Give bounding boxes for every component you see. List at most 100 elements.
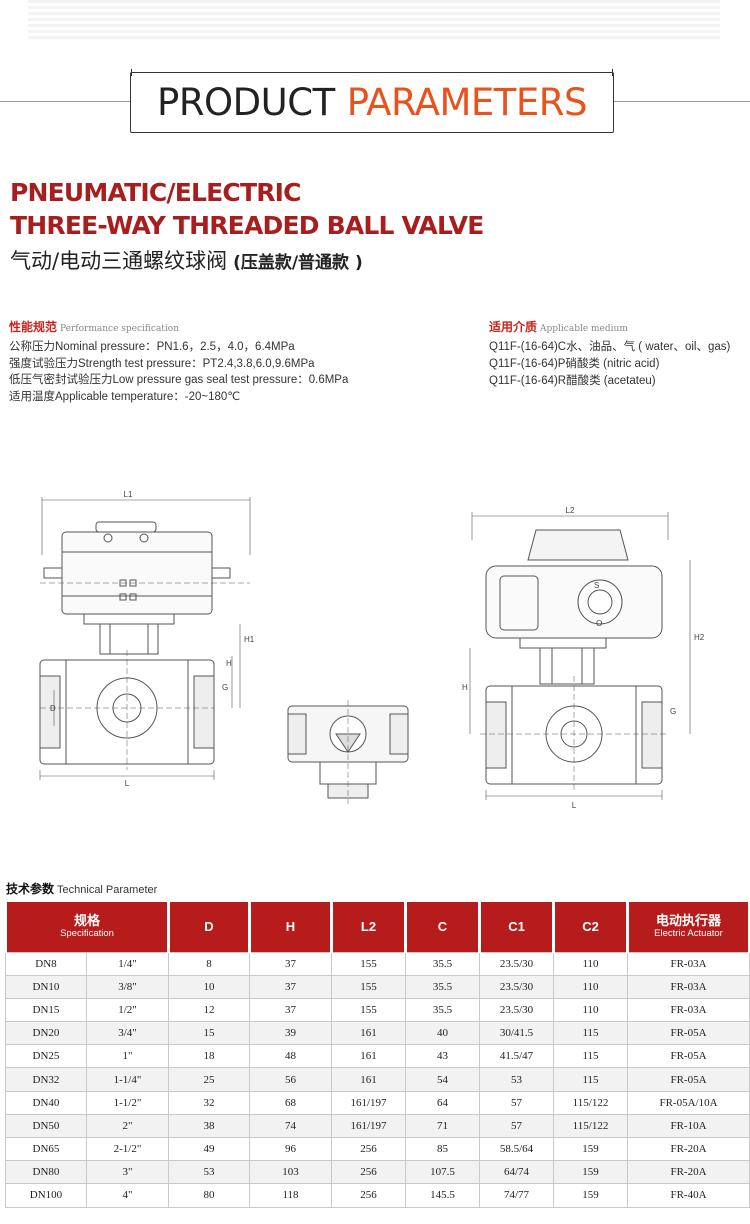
- cell-actuator: FR-20A: [627, 1136, 750, 1162]
- cell-d: 8: [168, 951, 250, 976]
- cell-h: 37: [249, 997, 332, 1023]
- cell-l2: 155: [331, 997, 406, 1023]
- cell-l2: 256: [331, 1160, 406, 1185]
- cell-dn: DN15: [5, 997, 87, 1023]
- dim-label-h-electric: H: [462, 683, 468, 692]
- cell-h: 37: [249, 951, 332, 976]
- cell-l2: 256: [331, 1136, 406, 1162]
- cell-actuator: FR-20A: [627, 1160, 750, 1185]
- cell-h: 96: [249, 1136, 332, 1162]
- cell-dn: DN40: [5, 1090, 87, 1115]
- cell-c: 54: [405, 1067, 480, 1092]
- dim-label-h2: H2: [694, 633, 705, 642]
- medium-line: Q11F-(16-64)C水、油品、气 ( water、oil、gas): [489, 341, 731, 353]
- cell-c2: 115: [553, 1067, 628, 1092]
- cell-actuator: FR-03A: [627, 997, 750, 1023]
- product-title-cn: 气动/电动三通螺纹球阀(压盖款/普通款 ): [10, 245, 363, 275]
- actuator-label-o: O: [596, 619, 602, 628]
- header-c: C: [404, 902, 481, 952]
- dim-label-l: L: [125, 779, 130, 788]
- cell-c1: 53: [479, 1067, 554, 1092]
- cell-dn: DN25: [5, 1044, 87, 1069]
- cell-c2: 110: [553, 951, 628, 976]
- medium-heading-en: Applicable medium: [540, 324, 628, 334]
- header-electric-actuator: 电动执行器 Electric Actuator: [626, 902, 750, 952]
- cell-h: 118: [249, 1183, 332, 1208]
- cell-h: 48: [249, 1044, 332, 1069]
- cell-c2: 115: [553, 1021, 628, 1046]
- cell-l2: 161: [331, 1067, 406, 1092]
- table-header-row: 规格 Specification D H L2 C C1 C2 电动执行器 El…: [4, 902, 750, 952]
- cell-dn: DN50: [5, 1113, 87, 1139]
- dim-label-l1: L1: [124, 490, 133, 499]
- technical-heading-cn: 技术参数: [6, 882, 55, 896]
- cell-d: 80: [168, 1183, 250, 1208]
- cell-actuator: FR-10A: [627, 1113, 750, 1139]
- cell-d: 53: [168, 1160, 250, 1185]
- header-rule-left: [0, 101, 130, 102]
- cell-c1: 58.5/64: [479, 1136, 554, 1162]
- cell-inch: 4": [86, 1183, 169, 1208]
- performance-heading-cn: 性能规范: [9, 320, 58, 334]
- cell-inch: 3/8": [86, 974, 169, 999]
- cell-c1: 57: [479, 1113, 554, 1139]
- cell-actuator: FR-05A: [627, 1067, 750, 1092]
- dim-label-d: D: [50, 704, 56, 713]
- medium-heading-cn: 适用介质: [489, 320, 538, 334]
- cell-inch: 3": [86, 1160, 169, 1185]
- cell-c2: 110: [553, 974, 628, 999]
- medium-line: Q11F-(16-64)P硝酸类 (nitric acid): [489, 358, 660, 370]
- cell-c1: 23.5/30: [479, 997, 554, 1023]
- cell-c1: 23.5/30: [479, 974, 554, 999]
- cell-c1: 23.5/30: [479, 951, 554, 976]
- performance-line: 公称压力Nominal pressure：PN1.6，2.5，4.0，6.4MP…: [9, 341, 295, 353]
- cell-l2: 155: [331, 951, 406, 976]
- section-header-word1: PRODUCT: [157, 81, 335, 124]
- actuator-label-s: S: [594, 581, 599, 590]
- cell-c2: 159: [553, 1136, 628, 1162]
- cell-c1: 30/41.5: [479, 1021, 554, 1046]
- header-cn: 电动执行器: [655, 912, 721, 928]
- cell-d: 12: [168, 997, 250, 1023]
- cell-l2: 161/197: [331, 1090, 406, 1115]
- dim-label-g: G: [222, 683, 228, 692]
- cell-c2: 110: [553, 997, 628, 1023]
- cell-actuator: FR-40A: [627, 1183, 750, 1208]
- section-header: PRODUCT PARAMETERS: [130, 69, 614, 133]
- cell-d: 49: [168, 1136, 250, 1162]
- cell-c1: 41.5/47: [479, 1044, 554, 1069]
- header-en: Specification: [60, 928, 114, 940]
- header-d: D: [167, 902, 251, 952]
- cell-c2: 115/122: [553, 1113, 628, 1139]
- performance-line: 低压气密封试验压力Low pressure gas seal test pres…: [9, 374, 349, 386]
- cell-c: 85: [405, 1136, 480, 1162]
- cell-actuator: FR-05A/10A: [627, 1090, 750, 1115]
- product-title-line2: THREE-WAY THREADED BALL VALVE: [10, 211, 484, 240]
- cell-inch: 1-1/4": [86, 1067, 169, 1092]
- header-specification: 规格 Specification: [4, 902, 170, 952]
- cell-d: 18: [168, 1044, 250, 1069]
- cell-d: 38: [168, 1113, 250, 1139]
- dim-label-h1: H1: [244, 635, 255, 644]
- cell-d: 25: [168, 1067, 250, 1092]
- cell-c: 35.5: [405, 997, 480, 1023]
- cell-inch: 1/4": [86, 951, 169, 976]
- cell-c1: 74/77: [479, 1183, 554, 1208]
- cell-inch: 2": [86, 1113, 169, 1139]
- header-rule-right: [614, 101, 750, 102]
- cell-l2: 161: [331, 1021, 406, 1046]
- cell-d: 32: [168, 1090, 250, 1115]
- cell-d: 10: [168, 974, 250, 999]
- cell-actuator: FR-03A: [627, 951, 750, 976]
- cell-c2: 115: [553, 1044, 628, 1069]
- dim-label-l-electric: L: [572, 801, 577, 810]
